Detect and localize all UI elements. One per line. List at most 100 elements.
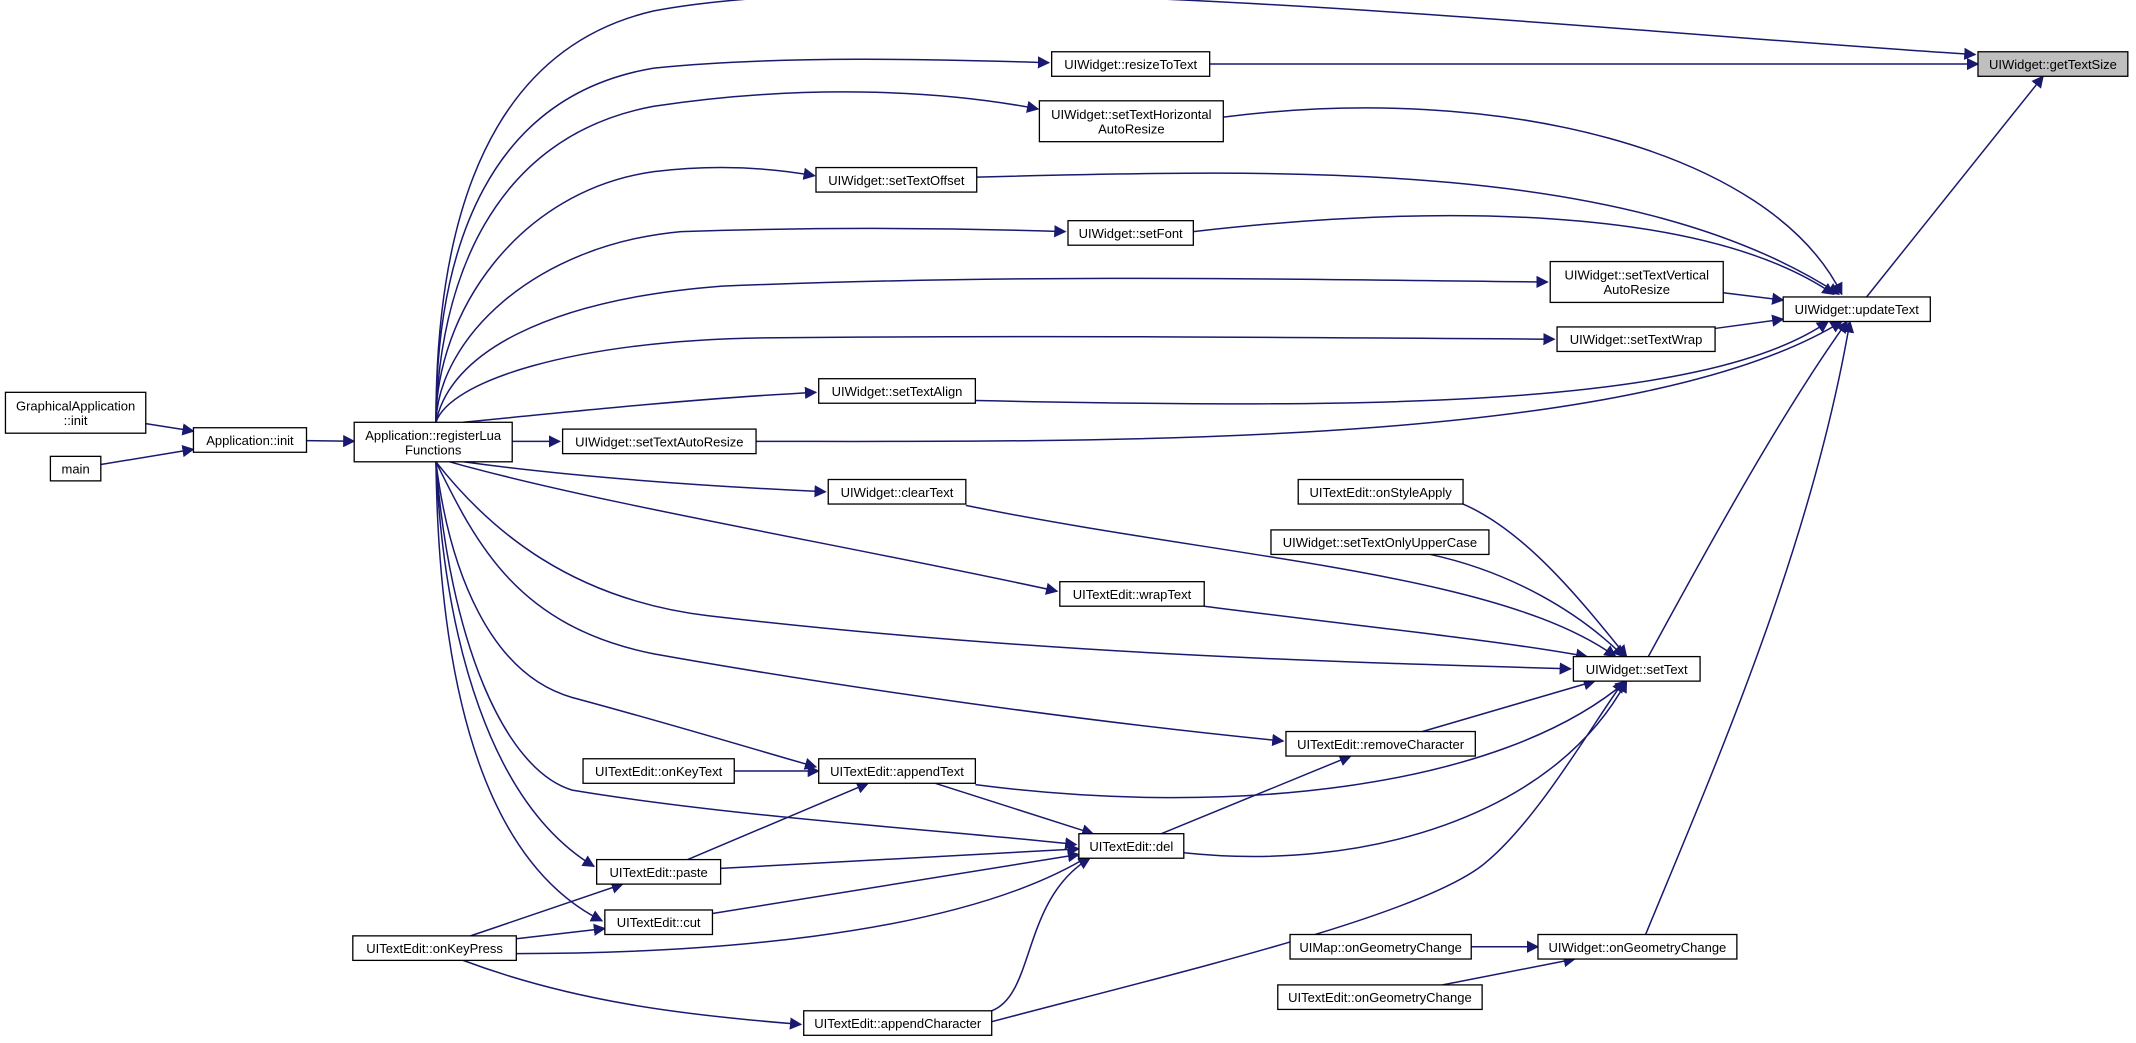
node-box (561, 428, 757, 455)
call-edge-updateText-to-getTextSize (1867, 75, 2044, 297)
node-label: UIWidget::setTextVertical (1564, 268, 1709, 283)
node-label: UITextEdit::onKeyPress (366, 941, 503, 956)
node-setFont[interactable]: UIWidget::setFont (1067, 220, 1194, 246)
node-widgetOnGeometryChange[interactable]: UIWidget::onGeometryChange (1537, 933, 1738, 960)
node-box (1549, 260, 1724, 304)
node-wrapText[interactable]: UITextEdit::wrapText (1059, 581, 1205, 607)
call-edge-registerLua-to-setTextOffset (436, 168, 816, 423)
node-box (4, 391, 147, 434)
node-getTextSize[interactable]: UIWidget::getTextSize (1977, 51, 2129, 77)
node-setTextWrap[interactable]: UIWidget::setTextWrap (1556, 326, 1716, 353)
node-box (1059, 581, 1205, 607)
call-edge-main-to-appInit (101, 445, 195, 464)
node-box (604, 909, 714, 936)
node-box (1977, 51, 2129, 77)
call-edge-onKeyPress-to-cut (516, 923, 607, 939)
call-edge-setText-to-updateText (1648, 320, 1847, 656)
node-setTextAutoResize[interactable]: UIWidget::setTextAutoResize (561, 428, 757, 455)
call-edge-setTextAutoResize-to-updateText (756, 321, 1843, 441)
node-main[interactable]: main (49, 455, 102, 482)
node-label: AutoResize (1603, 282, 1669, 297)
node-label: UITextEdit::onGeometryChange (1288, 990, 1472, 1005)
node-label: UIWidget::clearText (841, 485, 954, 500)
node-resizeToText[interactable]: UIWidget::resizeToText (1051, 51, 1211, 77)
node-label: UIWidget::setTextHorizontal (1051, 107, 1212, 122)
call-edge-registerLua-to-setTextVerticalAutoResize (436, 275, 1549, 422)
node-paste[interactable]: UITextEdit::paste (596, 858, 722, 885)
call-edge-appInit-to-registerLua (307, 434, 356, 448)
call-edge-registerLua-to-setTextAlign (463, 386, 818, 422)
node-label: UIWidget::setFont (1079, 226, 1183, 241)
node-label: UITextEdit::cut (617, 915, 701, 930)
node-appendText[interactable]: UITextEdit::appendText (818, 758, 977, 784)
node-onKeyText[interactable]: UITextEdit::onKeyText (582, 758, 735, 784)
node-label: main (62, 462, 90, 477)
call-edge-registerLua-to-setFont (436, 225, 1067, 422)
node-updateText[interactable]: UIWidget::updateText (1782, 296, 1931, 323)
node-del[interactable]: UITextEdit::del (1078, 833, 1185, 859)
call-edge-onKeyPress-to-appendCharacter (463, 960, 803, 1030)
node-box (49, 455, 102, 482)
edge-layer (101, 0, 2044, 1030)
call-edge-clearText-to-setText (966, 505, 1617, 656)
call-edge-registerLua-to-setText (436, 462, 1572, 675)
call-edge-registerLua-to-getTextSize (436, 0, 1977, 422)
node-removeCharacter[interactable]: UITextEdit::removeCharacter (1285, 730, 1476, 757)
node-box (192, 427, 308, 453)
call-edge-widgetOnGeometryChange-to-updateText (1646, 320, 1855, 934)
node-label: UITextEdit::removeCharacter (1297, 737, 1465, 752)
call-edge-textEditOnGeometryChange-to-widgetOnGeometryChange (1443, 955, 1576, 985)
node-clearText[interactable]: UIWidget::clearText (827, 478, 967, 505)
call-edge-setTextAlign-to-updateText (975, 321, 1830, 403)
node-box (1038, 100, 1224, 143)
node-setTextAlign[interactable]: UIWidget::setTextAlign (818, 378, 977, 404)
node-textEditOnGeometryChange[interactable]: UITextEdit::onGeometryChange (1277, 984, 1483, 1011)
node-box (1067, 220, 1194, 246)
node-label: UITextEdit::onKeyText (595, 764, 723, 779)
call-edge-cut-to-del (712, 850, 1081, 913)
call-edge-appendCharacter-to-setText (992, 680, 1624, 1022)
node-label: UITextEdit::paste (610, 865, 708, 880)
node-graphicalAppInit[interactable]: GraphicalApplication::init (4, 391, 147, 434)
node-setTextOffset[interactable]: UIWidget::setTextOffset (815, 166, 978, 193)
node-label: UITextEdit::wrapText (1073, 587, 1192, 602)
call-edge-appendCharacter-to-del (992, 858, 1091, 1011)
call-edge-registerLua-to-removeCharacter (436, 462, 1285, 747)
call-edge-registerLua-to-wrapText (450, 462, 1059, 595)
node-mapOnGeometryChange[interactable]: UIMap::onGeometryChange (1289, 933, 1472, 960)
node-appInit[interactable]: Application::init (192, 427, 308, 453)
node-onKeyPress[interactable]: UITextEdit::onKeyPress (352, 935, 517, 962)
call-edge-setTextHorizontalAutoResize-to-updateText (1223, 108, 1841, 296)
call-edge-appendText-to-setText (975, 680, 1628, 797)
node-label: UIWidget::setTextOnlyUpperCase (1283, 535, 1477, 550)
node-onStyleApply[interactable]: UITextEdit::onStyleApply (1297, 478, 1464, 505)
node-box (1270, 529, 1490, 556)
node-label: Application::init (206, 433, 294, 448)
call-edge-removeCharacter-to-setText (1423, 678, 1596, 731)
node-cut[interactable]: UITextEdit::cut (604, 909, 714, 936)
call-edge-del-to-removeCharacter (1161, 754, 1352, 834)
call-edge-setTextWrap-to-updateText (1715, 314, 1785, 328)
node-box (1782, 296, 1931, 323)
call-edge-setTextOffset-to-updateText (977, 173, 1841, 294)
call-edge-del-to-setText (1184, 680, 1627, 856)
node-box (1051, 51, 1211, 77)
call-edge-setFont-to-updateText (1193, 216, 1835, 295)
node-box (818, 758, 977, 784)
node-label: UIWidget::setTextAlign (832, 384, 963, 399)
node-setTextOnlyUpperCase[interactable]: UIWidget::setTextOnlyUpperCase (1270, 529, 1490, 556)
call-edge-paste-to-del (721, 843, 1081, 869)
call-edge-onKeyPress-to-paste (471, 881, 624, 936)
node-label: UITextEdit::del (1089, 839, 1173, 854)
node-appendCharacter[interactable]: UITextEdit::appendCharacter (803, 1010, 993, 1036)
call-edge-onKeyPress-to-del (516, 855, 1091, 953)
node-box (1289, 933, 1472, 960)
call-edge-registerLua-to-clearText (463, 462, 827, 498)
node-setText[interactable]: UIWidget::setText (1572, 655, 1701, 682)
node-label: UIWidget::resizeToText (1064, 57, 1197, 72)
node-box (352, 935, 517, 962)
node-box (818, 378, 977, 404)
